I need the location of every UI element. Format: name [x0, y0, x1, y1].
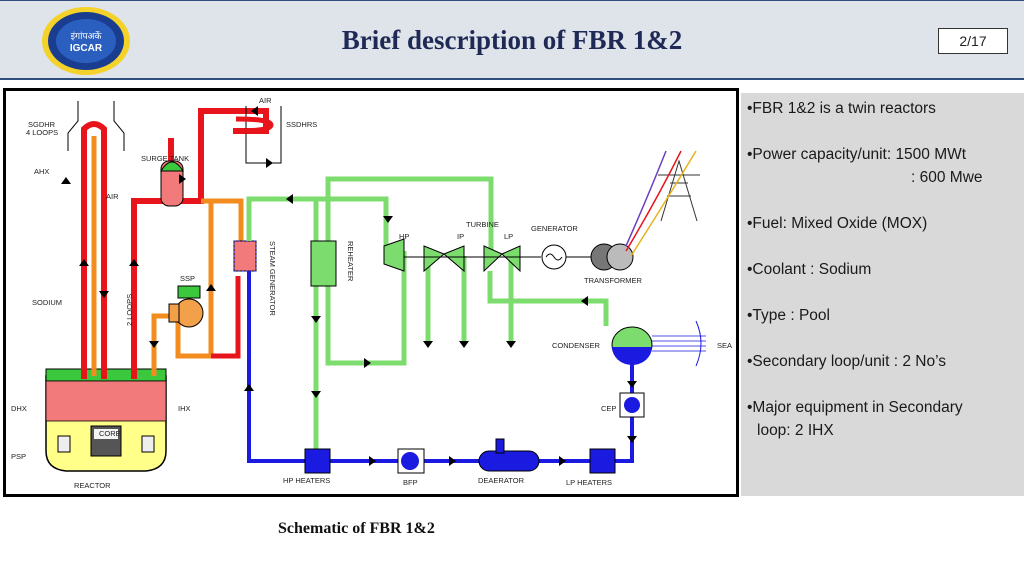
transformer	[590, 243, 634, 271]
secondary-sodium-circuit	[91, 136, 244, 376]
loops2-label: 2 LOOPS	[125, 294, 134, 326]
generator	[541, 244, 591, 270]
surge-tank-label: SURGE TANK	[141, 154, 189, 163]
lp-label: LP	[504, 232, 513, 241]
steam-generator-label: STEAM GENERATOR	[268, 241, 277, 316]
ssp-label: SSP	[180, 274, 195, 283]
condenser	[611, 320, 706, 367]
hp-heaters	[304, 448, 331, 474]
condenser-label: CONDENSER	[552, 341, 601, 350]
deaerator	[478, 438, 540, 472]
page-indicator: 2/17	[938, 28, 1008, 54]
sodium-label: SODIUM	[32, 298, 62, 307]
hp-heaters-label: HP HEATERS	[283, 476, 330, 485]
bullet-fuel: •Fuel: Mixed Oxide (MOX)	[747, 215, 928, 232]
bullet-twin-reactors: •FBR 1&2 is a twin reactors	[747, 100, 936, 117]
igcar-logo: इंगांपअकें IGCAR	[38, 5, 134, 77]
dhx-label: DHX	[11, 404, 27, 413]
description-panel: •FBR 1&2 is a twin reactors •Power capac…	[741, 93, 1024, 496]
ihx-label: IHX	[178, 404, 191, 413]
ahx-unit	[67, 101, 125, 151]
psp-label: PSP	[11, 452, 26, 461]
lp-heaters-label: LP HEATERS	[566, 478, 612, 487]
svg-text:IGCAR: IGCAR	[70, 43, 103, 54]
reactor-vessel: CORE	[45, 368, 167, 472]
core-label: CORE	[99, 429, 121, 438]
turbine	[383, 238, 541, 273]
bullet-secondary-loop: •Secondary loop/unit : 2 No’s	[747, 353, 947, 370]
reheater	[310, 240, 337, 287]
ip-label: IP	[457, 232, 464, 241]
ssdhrs-label: SSDHRS	[286, 120, 317, 129]
bullet-power-capacity: •Power capacity/unit: 1500 MWt	[747, 146, 967, 163]
svg-text:इंगांपअकें: इंगांपअकें	[71, 30, 103, 42]
bullet-major-equipment: •Major equipment in Secondary	[747, 399, 963, 416]
transformer-label: TRANSFORMER	[584, 276, 643, 285]
cep-pump	[619, 392, 645, 418]
diagram-labels: SGDHR 4 LOOPS AIR SSDHRS SURGE TANK AHX …	[11, 96, 732, 490]
turbine-label: TURBINE	[466, 220, 499, 229]
lp-heaters	[589, 448, 616, 474]
transmission-tower	[625, 150, 700, 257]
bfp-pump	[397, 448, 425, 474]
steam-generator	[233, 240, 257, 272]
bullet-type: •Type : Pool	[747, 307, 830, 324]
deaerator-label: DEAERATOR	[478, 476, 525, 485]
sgdhr-label: SGDHR	[28, 120, 56, 129]
fbr-schematic-diagram: CORE	[3, 88, 739, 497]
cep-label: CEP	[601, 404, 616, 413]
air-top-label: AIR	[259, 96, 272, 105]
slide-title: Brief description of FBR 1&2	[341, 25, 683, 55]
ssp-pump	[168, 285, 204, 328]
bullet-major-equipment-cont: loop: 2 IHX	[757, 422, 834, 439]
generator-label: GENERATOR	[531, 224, 578, 233]
sea-label: SEA	[717, 341, 732, 350]
bullet-coolant: •Coolant : Sodium	[747, 261, 872, 278]
slide-header: इंगांपअकें IGCAR Brief description of FB…	[0, 0, 1024, 80]
hp-label: HP	[399, 232, 409, 241]
ssdhrs-unit	[235, 106, 282, 164]
ahx-label: AHX	[34, 167, 49, 176]
reheater-label: REHEATER	[346, 241, 355, 282]
diagram-caption: Schematic of FBR 1&2	[278, 520, 435, 537]
bfp-label: BFP	[403, 478, 418, 487]
steam-circuit	[246, 176, 609, 456]
bullet-power-capacity-mwe: : 600 Mwe	[911, 169, 983, 186]
loops4-label: 4 LOOPS	[26, 128, 58, 137]
reactor-label: REACTOR	[74, 481, 111, 490]
surge-tank	[160, 160, 184, 207]
air-label: AIR	[106, 192, 119, 201]
flow-arrows	[61, 106, 637, 466]
